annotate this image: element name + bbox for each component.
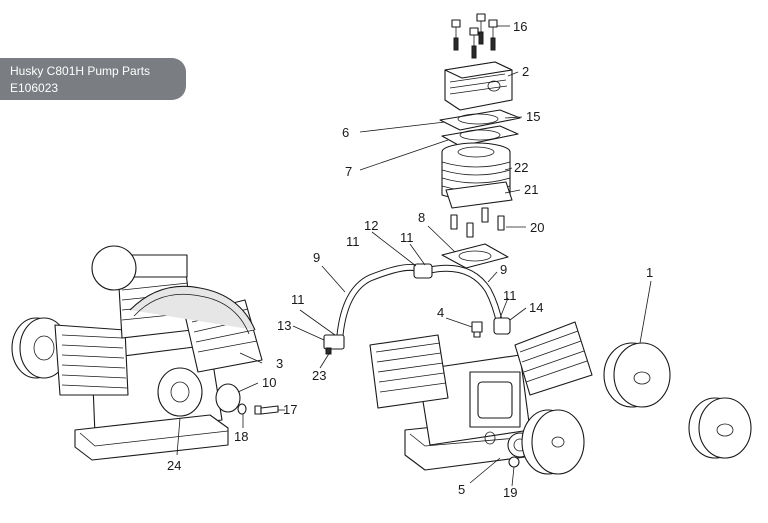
part-8-base-gasket [441,243,509,269]
callout-11-d: 11 [291,292,305,307]
callout-18: 18 [234,429,248,444]
part-1-flywheel-spare [688,397,752,459]
part-18-nut [237,403,247,415]
callout-11-b: 11 [400,230,414,245]
callout-9-a: 9 [313,250,320,265]
head-bolts [451,13,498,59]
leader-lines [176,25,652,487]
part-1-flywheel [603,342,671,408]
part-14-elbow [493,317,511,335]
callout-15: 15 [526,109,540,124]
part-20-studs [450,207,505,238]
part-19-nut [508,456,520,468]
part-7-gasket [441,125,519,147]
callout-5: 5 [458,482,465,497]
part-9-pipe [336,263,504,336]
part-17-bolt [254,405,279,415]
callout-9-b: 9 [500,262,507,277]
callout-22: 22 [514,160,528,175]
callout-16: 16 [513,19,527,34]
callout-12: 12 [364,218,378,233]
part-2-cylinder-head [444,61,513,111]
callout-3: 3 [276,356,283,371]
callout-19: 19 [503,485,517,500]
part-15-valve-plate [439,109,521,131]
part-13-fitting [323,334,345,355]
crankcase-assembly [369,321,593,471]
title-line-1: Husky C801H Pump Parts [10,64,151,78]
callout-21: 21 [524,182,538,197]
title-line-2: E106023 [10,81,59,95]
callout-10: 10 [262,375,276,390]
callout-7: 7 [345,164,352,179]
part-4-plug [471,321,483,338]
callout-20: 20 [530,220,544,235]
part-22-cylinder [441,142,513,209]
callout-6: 6 [342,125,349,140]
assembled-pump [11,245,263,461]
callout-numbers: 16 2 6 15 7 22 21 20 8 12 11 11 9 9 11 1… [167,19,653,500]
callout-11-c: 11 [503,288,517,303]
part-5-pulley [521,409,585,475]
callout-24: 24 [167,458,181,473]
callout-17: 17 [283,402,297,417]
callout-14: 14 [529,300,543,315]
part-10-cover [215,383,241,413]
callout-23: 23 [312,368,326,383]
title-tag: Husky C801H Pump Parts E106023 [0,58,186,100]
callout-4: 4 [437,305,444,320]
callout-1: 1 [646,265,653,280]
callout-8: 8 [418,210,425,225]
callout-11-a: 11 [346,234,360,249]
callout-2: 2 [522,64,529,79]
callout-13: 13 [277,318,291,333]
